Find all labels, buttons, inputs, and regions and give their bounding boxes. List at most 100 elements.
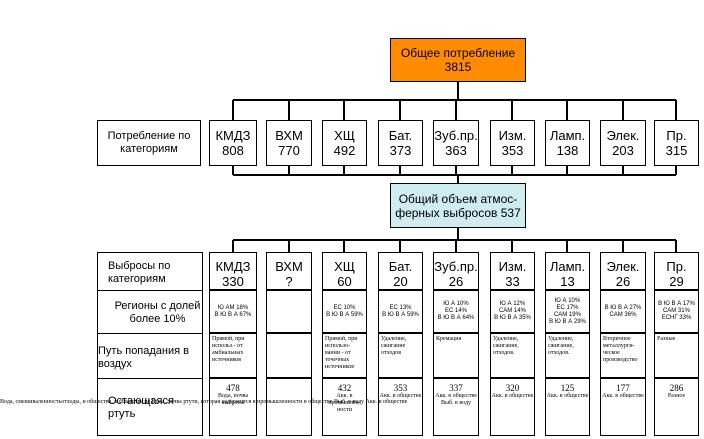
category-name: Ламп. [549, 128, 586, 143]
pathway-cell: Разные [654, 333, 699, 378]
pathway-text: Прямой, при использ.- от амбиальных исто… [212, 336, 245, 363]
region-share: САМ 19% [554, 311, 581, 318]
remaining-note: Вода, почва выбросы [217, 393, 249, 406]
total-emissions-line2: ферных выбросов 537 [395, 205, 521, 220]
remaining-row-label: Остающаяся ртуть [108, 395, 174, 420]
region-cell: ЕС 10%В Ю В А 59% [322, 290, 367, 333]
region-cell: В Ю В А 17%САМ 31%ЕСНГ 33% [654, 290, 699, 333]
category-name: Изм. [498, 128, 527, 143]
emission-value: 60 [337, 274, 352, 289]
category-box: Пр.315 [654, 120, 699, 166]
remaining-value: 125 [560, 383, 575, 393]
total-consumption-value: 3815 [444, 60, 472, 74]
overlay-caption: Вода, смешиваленностьотходы, и общества,… [0, 399, 408, 405]
pathway-cell [266, 333, 312, 378]
remaining-note: Акк. в промышлен-ности [328, 393, 361, 413]
row-divider [97, 290, 203, 291]
category-name: Элек. [606, 128, 640, 143]
region-cell: ЕС 13%В Ю В А 59% [378, 290, 423, 333]
pathway-cell: Кремация [433, 333, 479, 378]
emission-cell: Зуб.пр.26 [433, 252, 479, 290]
category-value: 203 [612, 143, 634, 158]
region-share: В Ю В А 59% [326, 311, 363, 318]
region-cell: Ю АМ 18%В Ю В А 67% [209, 290, 257, 333]
category-name: Пр. [666, 128, 687, 143]
category-name: Бат. [388, 128, 413, 143]
region-share: ЕС 13% [389, 304, 412, 311]
emission-value: ? [285, 274, 293, 289]
category-box: Изм.353 [490, 120, 535, 166]
pathway-text: Разные [657, 336, 676, 342]
emission-cell: Элек.26 [600, 252, 646, 290]
row-label-column [97, 252, 203, 436]
consumption-row-label-text: Потребление по категориям [107, 130, 191, 155]
category-box: Ламп.138 [545, 120, 590, 166]
emission-name: Элек. [606, 259, 640, 274]
emission-value: 26 [448, 274, 464, 289]
remaining-cell [266, 378, 312, 436]
remaining-value: 353 [393, 383, 408, 393]
category-value: 373 [389, 143, 412, 158]
emission-name: КМДЗ [215, 259, 251, 274]
pathway-cell: Удаление, сжигание, отходов. [545, 333, 590, 378]
pathway-text: Удаление, сжигание отходов [381, 336, 407, 356]
category-value: 492 [333, 143, 356, 158]
category-box: Элек.203 [600, 120, 646, 166]
pathway-text: Удаление, сжигание, отходов. [493, 336, 519, 356]
row-divider [97, 333, 203, 334]
emission-cell: Бат.20 [378, 252, 423, 290]
category-value: 363 [445, 143, 467, 158]
regions-row-label: Регионы с долей более 10% [114, 300, 201, 325]
region-cell: Ю А 10%ЕС 17%САМ 19%В Ю В А 29% [545, 290, 590, 333]
remaining-value: 337 [449, 383, 463, 393]
remaining-note: Разное [667, 393, 686, 399]
region-cell: Ю А 10%ЕС 14%В Ю В А 64% [433, 290, 479, 333]
remaining-note: Акк. в обществе Выб. в воду [435, 393, 477, 406]
pathway-text: Вторичное металлурги-ческое производство [603, 336, 638, 363]
category-name: Зуб.пр. [434, 128, 478, 143]
emission-name: Ламп. [549, 259, 586, 274]
pathway-text: Прямой, при использо-вании - от точечных… [325, 336, 358, 370]
region-share: Ю АМ 18% [217, 304, 249, 311]
emission-name: Зуб.пр. [434, 259, 478, 274]
pathway-cell: Прямой, при использ.- от амбиальных исто… [209, 333, 257, 378]
remaining-note: Акк. в обществе [602, 393, 644, 399]
remaining-value: 320 [505, 383, 520, 393]
region-share: ЕСНГ 33% [661, 315, 692, 321]
region-share: В Ю В А 17% [658, 301, 695, 307]
category-name: КМДЗ [215, 128, 251, 143]
emission-cell: ВХМ? [266, 252, 312, 290]
emission-cell: Изм.33 [490, 252, 535, 290]
row-divider [97, 378, 203, 379]
region-share: ЕС 14% [444, 308, 467, 314]
region-share: ЕС 10% [333, 304, 356, 311]
emission-name: Изм. [498, 259, 527, 274]
region-share: Ю А 12% [499, 301, 526, 307]
emission-value: 26 [615, 274, 631, 289]
remaining-note: Акк. в обществе [491, 393, 534, 399]
emission-name: ХЩ [334, 259, 355, 274]
remaining-value: 286 [669, 383, 684, 393]
region-share: САМ 36% [609, 311, 637, 318]
emission-name: Бат. [388, 259, 413, 274]
category-name: ХЩ [334, 128, 355, 143]
category-value: 808 [222, 143, 244, 158]
region-share: В Ю В А 29% [549, 318, 586, 325]
region-share: В Ю В А 59% [382, 311, 419, 318]
emission-name: Пр. [666, 259, 687, 274]
category-value: 770 [278, 143, 300, 158]
region-share: САМ 14% [499, 308, 526, 314]
category-name: ВХМ [275, 128, 303, 143]
emission-name: ВХМ [275, 259, 303, 274]
